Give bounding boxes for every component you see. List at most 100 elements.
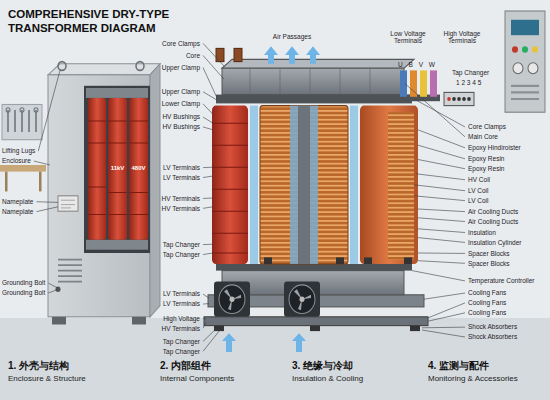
control-panel (528, 63, 538, 74)
illustration (0, 11, 545, 352)
leader-line (203, 43, 224, 66)
cooling-fan (289, 285, 315, 314)
part-label: Nameplate (2, 198, 33, 205)
leader-line (405, 84, 465, 137)
leader-line (203, 322, 206, 328)
core-assembly (234, 48, 242, 61)
part-label: Air Cooling Ducts (468, 208, 518, 215)
part-label: Insulation (468, 229, 496, 236)
part-label: Enclosure (2, 157, 31, 164)
enclosure (58, 62, 66, 71)
part-label: Shock Absorbers (468, 323, 517, 330)
core-assembly (250, 68, 370, 94)
part-label: Tap Changer (163, 251, 200, 258)
part-label: Spacer Blocks (468, 260, 510, 267)
core-assembly (290, 106, 318, 264)
leader-line (428, 303, 465, 318)
leader-line (203, 244, 213, 245)
core-assembly (350, 106, 358, 264)
part-label: Cooling Fans (468, 309, 506, 316)
tool-board (20, 108, 24, 112)
part-label: HV Bushings (162, 123, 200, 130)
leader-line (422, 327, 465, 329)
section-caption: Insulation & Cooling (292, 374, 363, 383)
part-label: Tap Changer (163, 348, 200, 355)
part-label: Shock Absorbers (468, 333, 517, 340)
air-arrow (264, 46, 278, 64)
leader-line (414, 185, 465, 191)
tap-changer (444, 92, 474, 105)
part-label: Core Clamps (468, 123, 506, 130)
part-label: Temperature Controller (468, 277, 534, 284)
part-label: Epoxy Hindiroister (468, 144, 521, 151)
part-label: Main Core (468, 133, 498, 140)
part-label: Nameplate (2, 208, 33, 215)
enclosure (84, 86, 150, 253)
leader-line (203, 207, 213, 209)
cooling-fan (284, 282, 320, 317)
leader-line (34, 161, 50, 165)
part-label: LV Terminals (163, 300, 200, 307)
part-label: 1 2 3 4 5 (456, 79, 481, 86)
leader-line (203, 104, 213, 115)
core-assembly (212, 123, 248, 253)
part-label: Core (186, 52, 200, 59)
cooling-fan (219, 285, 245, 314)
core-assembly (298, 106, 310, 264)
part-label: Air Passages (273, 33, 311, 40)
tap-changer (452, 97, 456, 101)
part-label: LV Terminals (163, 164, 200, 171)
tool-board (2, 105, 42, 140)
part-label: LV Terminals (163, 290, 200, 297)
part-label: Grounding Bolt (2, 279, 45, 286)
lv-terminals (398, 70, 440, 101)
core-assembly (310, 326, 320, 332)
part-label: Low Voltage Terminals (385, 30, 431, 45)
leader-line (422, 330, 465, 337)
enclosure (48, 75, 150, 317)
air-arrow (285, 46, 299, 64)
cooling-fan (300, 296, 305, 302)
section-caption: Monitoring & Accessories (428, 374, 518, 383)
leader-line (418, 229, 465, 233)
part-label: HV Bushings (162, 113, 200, 120)
core-assembly (364, 257, 372, 264)
core-assembly (360, 106, 418, 264)
core-assembly (336, 257, 344, 264)
leader-line (203, 253, 213, 255)
part-label: Insulation Cylinder (468, 239, 521, 246)
enclosure (48, 62, 160, 325)
section-heading: 4. 监测与配件 (428, 360, 489, 372)
workbench (0, 165, 46, 172)
cooling-fan (214, 282, 250, 317)
lv-terminals (410, 70, 417, 96)
tap-changer (447, 97, 451, 101)
core-assembly (214, 326, 224, 332)
control-panel (513, 63, 523, 74)
leader-line (203, 329, 216, 342)
section-caption: Enclosure & Structure (8, 374, 86, 383)
core-assembly (264, 257, 272, 264)
leader-line (414, 196, 465, 201)
part-label: HV Terminals (161, 205, 200, 212)
leader-line (418, 145, 465, 159)
tap-changer (462, 97, 466, 101)
control-panel (512, 46, 518, 53)
leader-line (414, 99, 465, 127)
leader-line (36, 201, 58, 203)
section-heading: 3. 绝缘与冷却 (292, 360, 353, 372)
control-panel (505, 11, 545, 112)
leader-line (412, 271, 465, 281)
leader-line (203, 167, 213, 168)
core-assembly (216, 48, 224, 61)
part-label: Upper Clamp (162, 64, 200, 71)
lv-terminals (420, 70, 427, 96)
core-assembly (222, 68, 404, 94)
part-label: Grounding Bolt (2, 289, 45, 296)
part-label: Lower Clamp (162, 100, 200, 107)
leader-line (203, 68, 217, 98)
coil-rating: 480V (131, 165, 145, 172)
core-assembly (388, 112, 414, 259)
part-label: Air Cooling Ducts (468, 218, 518, 225)
